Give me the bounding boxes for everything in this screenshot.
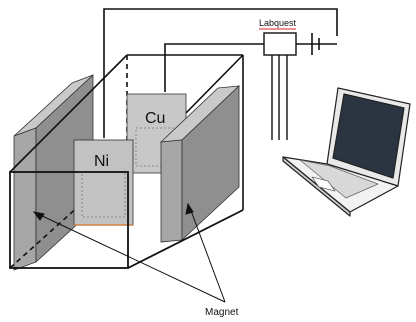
- laptop-cables: [271, 55, 288, 140]
- laptop-base-edge: [282, 156, 351, 217]
- magnet-callout: [32, 202, 226, 303]
- labquest-label: Labquest: [259, 18, 297, 28]
- nickel-electrode: Ni: [73, 139, 134, 226]
- labquest-box: [263, 32, 297, 56]
- magnet-right-front: [160, 139, 183, 243]
- magnet-label: Magnet: [205, 307, 239, 318]
- magnet-right-side: [181, 85, 240, 241]
- laptop: [282, 87, 411, 217]
- copper-label: Cu: [145, 110, 165, 127]
- arrow-head-right: [185, 202, 194, 215]
- box-front-face: [9, 171, 129, 269]
- arrow-line-right: [189, 207, 226, 303]
- wire-copper: [164, 43, 296, 92]
- nickel-label: Ni: [94, 153, 109, 170]
- box-top-left: [9, 54, 128, 173]
- arrow-head-left: [32, 211, 45, 221]
- box-bottom-left-hidden: [9, 204, 81, 269]
- wires: [103, 8, 338, 138]
- box-bottom-right: [127, 209, 244, 269]
- arrow-line-left: [37, 213, 226, 303]
- container-box-front: [9, 171, 244, 269]
- nickel-plate: [73, 139, 134, 226]
- laptop-touchpad: [311, 176, 336, 192]
- magnet-right: [159, 85, 241, 243]
- labquest-device: Labquest: [259, 18, 297, 56]
- laptop-screen: [332, 93, 405, 179]
- wire-nickel: [103, 8, 338, 138]
